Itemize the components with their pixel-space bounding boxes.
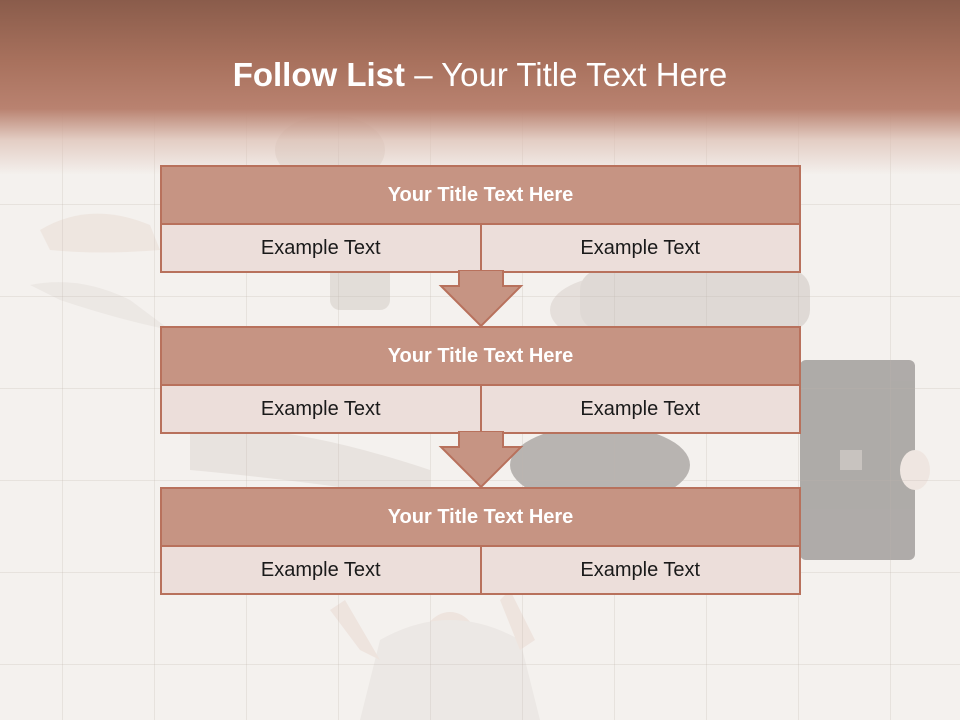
block-cell-left: Example Text	[162, 225, 480, 271]
list-block-2: Your Title Text Here Example Text Exampl…	[160, 326, 801, 434]
block-cell-right: Example Text	[479, 547, 799, 593]
down-arrow-icon	[438, 270, 524, 328]
block-title: Your Title Text Here	[162, 167, 799, 225]
block-row: Example Text Example Text	[162, 386, 799, 432]
slide-title-rest: – Your Title Text Here	[405, 56, 728, 93]
block-title: Your Title Text Here	[162, 489, 799, 547]
down-arrow-icon	[438, 431, 524, 489]
block-row: Example Text Example Text	[162, 225, 799, 271]
block-cell-right: Example Text	[479, 386, 799, 432]
slide-title-bold: Follow List	[232, 56, 406, 93]
list-block-3: Your Title Text Here Example Text Exampl…	[160, 487, 801, 595]
block-row: Example Text Example Text	[162, 547, 799, 593]
block-cell-right: Example Text	[479, 225, 799, 271]
block-title: Your Title Text Here	[162, 328, 799, 386]
header-band	[0, 0, 960, 175]
slide-title: Follow List – Your Title Text Here	[0, 56, 960, 94]
list-block-1: Your Title Text Here Example Text Exampl…	[160, 165, 801, 273]
block-cell-left: Example Text	[162, 547, 480, 593]
block-cell-left: Example Text	[162, 386, 480, 432]
